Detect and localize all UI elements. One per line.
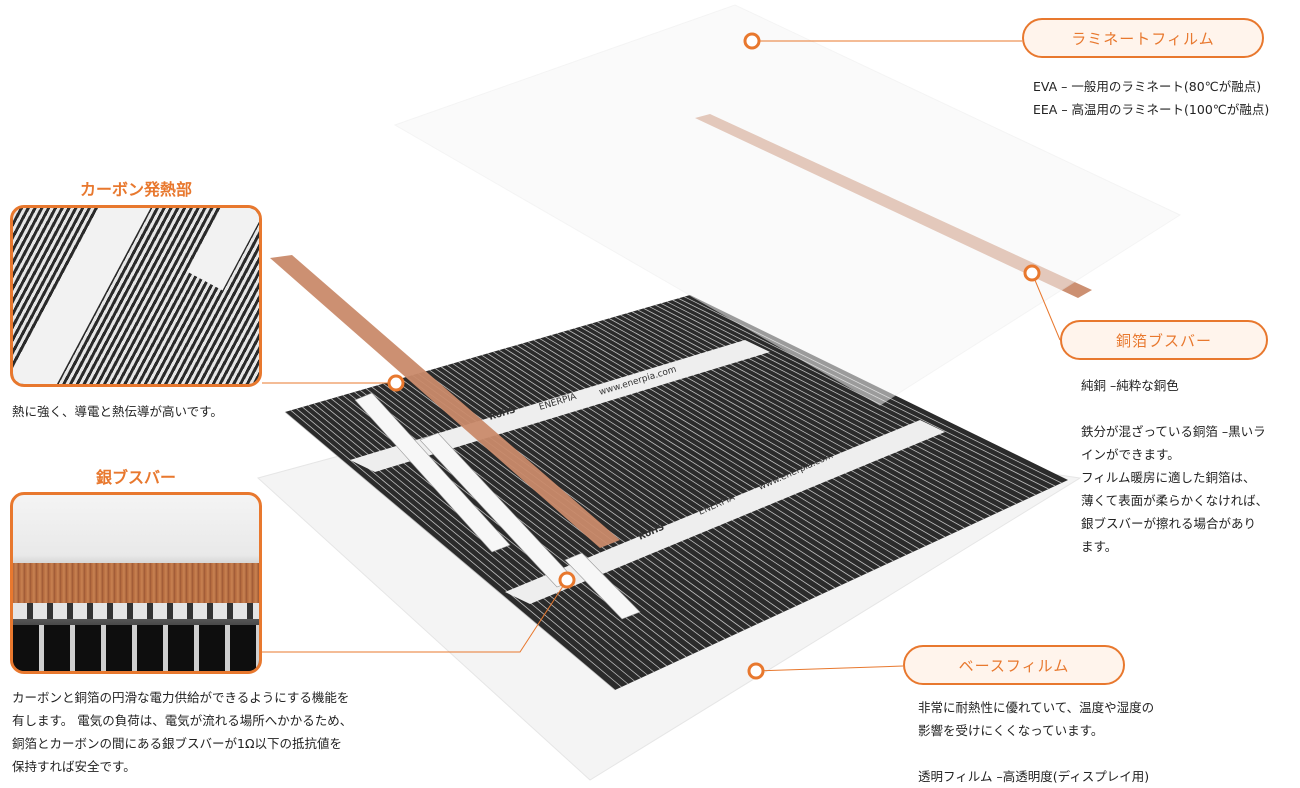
carbon-stripe-line	[510, 346, 868, 574]
carbon-stripe-line	[522, 343, 881, 568]
base-description-line: 影響を受けにくくなっています。	[918, 723, 1104, 738]
carbon-heating-photo	[10, 205, 262, 387]
carbon-stripe-line	[493, 351, 849, 583]
carbon-stripe-line	[539, 338, 900, 559]
film-white-band-2	[505, 420, 945, 604]
carbon-stripe-line	[550, 334, 913, 553]
carbon-stripe-line	[475, 356, 829, 592]
carbon-stripe-line	[290, 410, 622, 688]
base-film-label: ベースフィルム	[903, 645, 1125, 685]
carbon-stripe-line	[365, 388, 706, 649]
carbon-stripe-line	[359, 389, 700, 652]
copper-description-line: インができます。	[1081, 447, 1180, 462]
leader-lines	[262, 40, 1061, 672]
base-description-line: 非常に耐熱性に優れていて、温度や湿度の	[918, 700, 1155, 715]
silver-description-line: 保持すれば安全です。	[12, 759, 136, 774]
carbon-stripe-line	[284, 411, 616, 691]
copper-description-line: 薄くて表面が柔らかくなければ、	[1081, 493, 1269, 508]
carbon-stripe-line	[307, 405, 642, 679]
copper-description-line: 鉄分が混ざっている銅箔 –黒いラ	[1081, 424, 1266, 439]
carbon-stripe-line	[429, 369, 778, 616]
carbon-stripe-line	[620, 314, 991, 517]
carbon-stripe-line	[591, 323, 959, 532]
laminate-film-label: ラミネートフィルム	[1022, 18, 1264, 58]
carbon-stripe-line	[440, 366, 790, 610]
copper-description-line	[1081, 397, 1296, 420]
carbon-stripe-line	[469, 358, 823, 595]
laminate-film-layer	[393, 4, 1182, 406]
carbon-stripe-line	[423, 371, 771, 619]
carbon-stripe-line	[458, 361, 810, 601]
carbon-stripe-line	[608, 318, 978, 523]
carbon-stripe-line	[666, 301, 1043, 493]
carbon-marker-dot	[387, 374, 405, 392]
film-white-band-1	[350, 340, 770, 472]
carbon-stripe-line	[296, 408, 629, 685]
carbon-stripe-line	[660, 303, 1036, 496]
carbon-stripe-line	[631, 311, 1004, 511]
silver-heading: 銀ブスバー	[95, 468, 176, 487]
laminate-description-line: EVA – 一般用のラミネート(80℃が融点)	[1033, 79, 1262, 94]
copper-description: 純銅 –純粋な銅色鉄分が混ざっている銅箔 –黒いラインができます。フィルム暖房に…	[1081, 374, 1296, 558]
carbon-stripe-line	[614, 316, 985, 520]
carbon-stripe-line	[643, 308, 1017, 505]
carbon-stripe-line	[585, 324, 952, 535]
silver-marker-dot	[558, 571, 576, 589]
carbon-stripe-line	[377, 384, 719, 643]
carbon-stripe-line	[568, 329, 933, 544]
laminate-marker-dot	[743, 32, 761, 50]
carbon-stripe-line	[556, 333, 920, 550]
silver-description-line: カーボンと銅箔の円滑な電力供給ができるようにする機能を	[12, 690, 350, 705]
carbon-stripe-line	[452, 363, 803, 604]
carbon-stripe-line	[672, 299, 1049, 490]
carbon-description: 熱に強く、導電と熱伝導が高いです。	[12, 400, 312, 423]
carbon-description-line: 熱に強く、導電と熱伝導が高いです。	[12, 404, 223, 419]
carbon-stripe-line	[626, 313, 998, 514]
carbon-stripe-line	[637, 309, 1010, 508]
carbon-stripe-line	[649, 306, 1023, 502]
carbon-heading: カーボン発熱部	[79, 180, 192, 199]
silver-description-line: 銅箔とカーボンの間にある銀ブスバーが1Ω以下の抵抗値を	[12, 736, 343, 751]
carbon-stripe-line	[545, 336, 907, 556]
carbon-stripe-line	[527, 341, 888, 565]
copper-description-line: 純銅 –純粋な銅色	[1081, 378, 1179, 393]
carbon-stripe-line	[487, 353, 842, 586]
laminate-description-line: EEA – 高温用のラミネート(100℃が融点)	[1033, 102, 1270, 117]
carbon-stripe-line	[383, 383, 726, 640]
base-description-line	[918, 742, 1208, 765]
carbon-stripe-line	[579, 326, 946, 538]
copper-description-line: フィルム暖房に適した銅箔は、	[1081, 470, 1256, 485]
carbon-stripe-line	[533, 339, 894, 562]
silver-busbar-strips	[354, 392, 641, 620]
base-description: 非常に耐熱性に優れていて、温度や湿度の影響を受けにくくなっています。透明フィルム…	[918, 696, 1208, 788]
carbon-stripe-line	[481, 354, 836, 589]
laminate-description: EVA – 一般用のラミネート(80℃が融点) EEA – 高温用のラミネート(1…	[1033, 75, 1295, 121]
carbon-stripe-line	[498, 349, 855, 580]
carbon-stripe-line	[371, 386, 713, 646]
carbon-stripe-line	[597, 321, 965, 529]
carbon-stripe-line	[446, 364, 797, 607]
copper-description-line: 銀ブスバーが擦れる場合があり	[1081, 516, 1257, 531]
silver-description-line: 有します。 電気の負荷は、電気が流れる場所へかかるため、	[12, 713, 353, 728]
carbon-stripe-line	[562, 331, 926, 547]
carbon-stripe-line	[435, 368, 784, 613]
carbon-stripe-line	[302, 406, 635, 682]
carbon-stripe-line	[655, 304, 1030, 499]
copper-marker-dot	[1023, 264, 1041, 282]
silver-description: カーボンと銅箔の円滑な電力供給ができるようにする機能を有します。 電気の負荷は、…	[12, 686, 412, 778]
copper-busbar-label: 銅箔ブスバー	[1060, 320, 1268, 360]
base-description-line: 透明フィルム –高透明度(ディスプレイ用)	[918, 769, 1150, 784]
carbon-stripe-line	[504, 348, 862, 577]
carbon-stripe-line	[574, 328, 939, 541]
carbon-stripe-line	[331, 398, 668, 667]
carbon-stripe-line	[603, 319, 972, 526]
base-marker-dot	[747, 662, 765, 680]
silver-busbar-photo	[10, 492, 262, 674]
copper-description-line: ます。	[1081, 539, 1118, 554]
copper-busbar-left	[270, 255, 620, 548]
carbon-stripe-line	[516, 344, 875, 571]
carbon-stripe-line	[464, 359, 816, 598]
